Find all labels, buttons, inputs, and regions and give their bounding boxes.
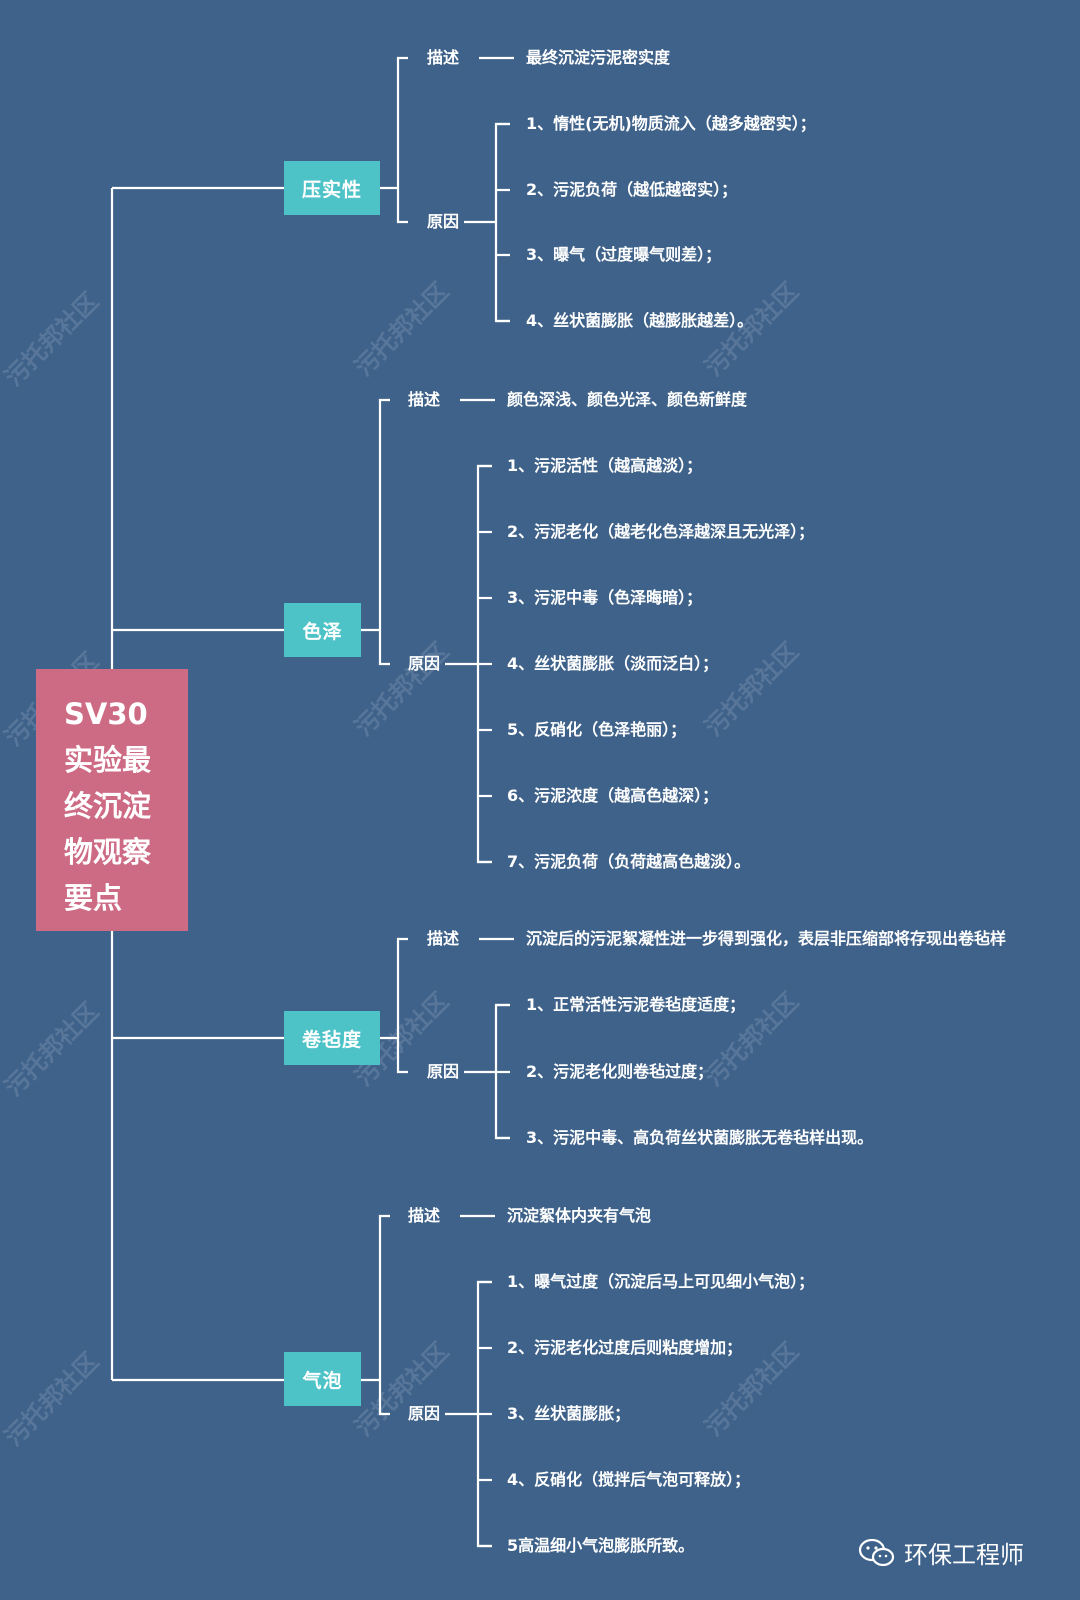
description-text: 沉淀后的污泥絮凝性进一步得到强化，表层非压缩部将存现出卷毡样 <box>526 929 1007 948</box>
description-label: 描述 <box>408 1206 441 1225</box>
reason-item: 7、污泥负荷（负荷越高色越淡）。 <box>507 852 751 871</box>
reason-item: 5、反硝化（色泽艳丽）； <box>507 720 687 739</box>
description-text: 颜色深浅、颜色光泽、颜色新鲜度 <box>507 390 748 409</box>
connector <box>378 398 390 666</box>
reason-item: 1、污泥活性（越高越淡）； <box>507 456 703 475</box>
description-label: 描述 <box>427 48 460 67</box>
reason-label: 原因 <box>408 654 441 673</box>
connector <box>396 937 408 1074</box>
root-line: 物观察 <box>64 835 152 869</box>
reason-item: 4、丝状菌膨胀（越膨胀越差）。 <box>526 311 754 330</box>
connector <box>396 56 408 224</box>
reason-item: 3、丝状菌膨胀； <box>507 1404 631 1423</box>
description-text: 最终沉淀污泥密实度 <box>526 48 671 67</box>
reason-item: 3、污泥中毒（色泽晦暗）； <box>507 588 703 607</box>
connector <box>494 122 510 323</box>
reason-item: 1、曝气过度（沉淀后马上可见细小气泡）； <box>507 1272 815 1291</box>
branch-node-compactness: 压实性 <box>284 161 380 215</box>
branch-node-felting: 卷毡度 <box>284 1011 380 1065</box>
description-label: 描述 <box>408 390 441 409</box>
reason-item: 5高温细小气泡膨胀所致。 <box>507 1536 695 1555</box>
reason-item: 3、污泥中毒、高负荷丝状菌膨胀无卷毡样出现。 <box>526 1128 874 1147</box>
account-name: 环保工程师 <box>904 1541 1024 1569</box>
reason-item: 1、惰性(无机)物质流入（越多越密实）； <box>526 114 816 133</box>
footer-account: 环保工程师 <box>858 1535 1024 1570</box>
root-node: SV30 实验最 终沉淀 物观察 要点 <box>36 669 188 931</box>
reason-label: 原因 <box>427 1062 460 1081</box>
reason-item: 2、污泥负荷（越低越密实）； <box>526 180 738 199</box>
reason-item: 6、污泥浓度（越高色越深）； <box>507 786 719 805</box>
root-line: 实验最 <box>64 743 152 777</box>
reason-item: 4、丝状菌膨胀（淡而泛白）； <box>507 654 719 673</box>
reason-item: 2、污泥老化则卷毡过度； <box>526 1062 714 1081</box>
root-line: 终沉淀 <box>64 789 152 823</box>
reason-item: 2、污泥老化（越老化色泽越深且无光泽）； <box>507 522 815 541</box>
reason-item: 1、正常活性污泥卷毡度适度； <box>526 995 746 1014</box>
branch-node-color: 色泽 <box>284 603 361 657</box>
reason-label: 原因 <box>408 1404 441 1423</box>
description-label: 描述 <box>427 929 460 948</box>
description-text: 沉淀絮体内夹有气泡 <box>507 1206 652 1225</box>
reason-label: 原因 <box>427 212 460 231</box>
reason-item: 4、反硝化（搅拌后气泡可释放）； <box>507 1470 751 1489</box>
branch-node-bubbles: 气泡 <box>284 1352 361 1406</box>
wechat-icon <box>858 1538 895 1566</box>
reason-item: 3、曝气（过度曝气则差）； <box>526 245 722 264</box>
reason-item: 2、污泥老化过度后则粘度增加； <box>507 1338 743 1357</box>
root-line: SV30 <box>64 697 148 731</box>
root-line: 要点 <box>64 881 123 915</box>
connector <box>378 1214 390 1416</box>
